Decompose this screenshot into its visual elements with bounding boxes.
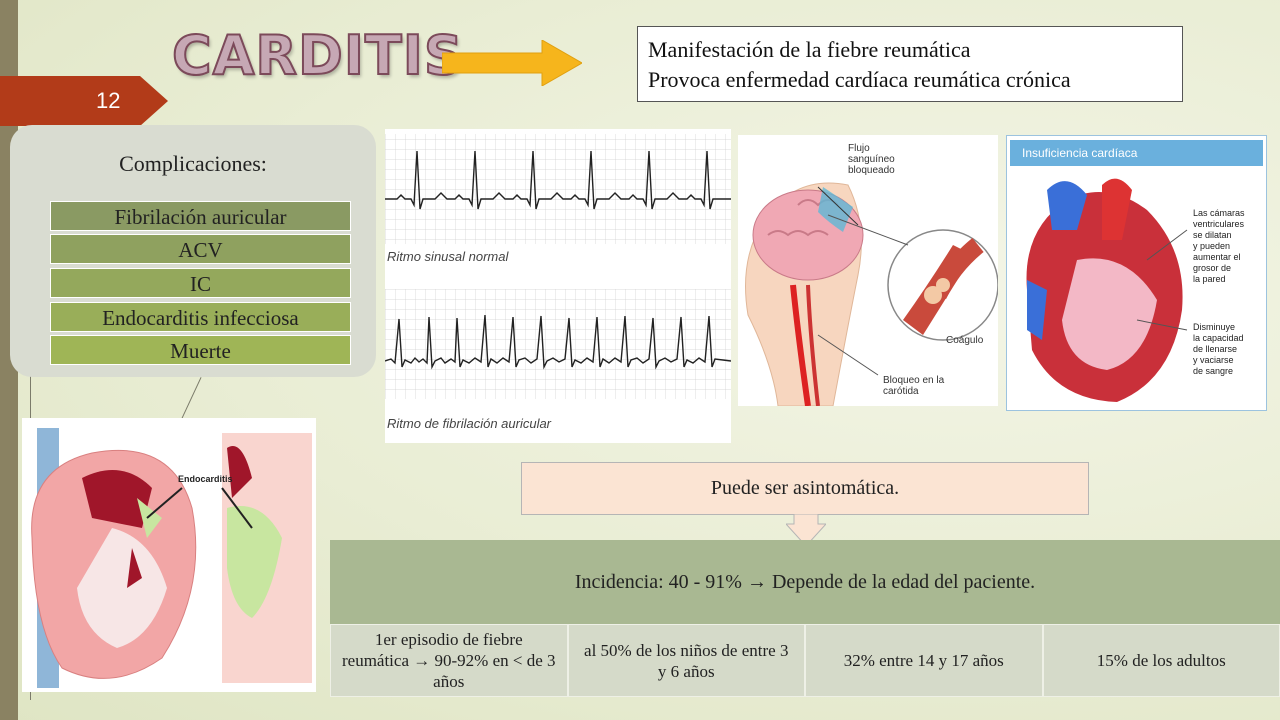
complication-item: Fibrilación auricular bbox=[50, 201, 351, 231]
slide-number: 12 bbox=[0, 76, 168, 126]
endocarditis-label: Endocarditis bbox=[178, 474, 233, 484]
page-title: CARDITIS bbox=[171, 23, 464, 88]
decorative-line bbox=[179, 377, 202, 423]
complications-panel: Complicaciones: Fibrilación auricular AC… bbox=[10, 125, 376, 377]
hf-note-line: la capacidad bbox=[1193, 333, 1244, 343]
brain-label-block-line: carótida bbox=[883, 386, 919, 397]
incidence-row: 1er episodio de fiebre reumática → 90-92… bbox=[330, 624, 1280, 697]
heart-icon bbox=[1026, 178, 1188, 402]
hf-note-line: de sangre bbox=[1193, 366, 1234, 376]
decorative-line bbox=[30, 110, 31, 700]
complication-item: Muerte bbox=[50, 335, 351, 365]
hf-note-line: Las cámaras bbox=[1193, 208, 1245, 218]
manifestation-box: Manifestación de la fiebre reumática Pro… bbox=[637, 26, 1183, 102]
hf-note-line: y pueden bbox=[1193, 241, 1231, 251]
endocarditis-illustration: Endocarditis bbox=[22, 418, 316, 692]
incidence-cell: 32% entre 14 y 17 años bbox=[805, 624, 1043, 697]
manifestation-line-2: Provoca enfermedad cardíaca reumática cr… bbox=[648, 67, 1071, 92]
complication-item: IC bbox=[50, 268, 351, 298]
hf-note-line: ventriculares bbox=[1193, 219, 1245, 229]
heart-failure-illustration: Insuficiencia cardíaca Las cámaras ventr… bbox=[1006, 135, 1267, 411]
hf-note-line: la pared bbox=[1193, 274, 1226, 284]
ecg-strip-icon bbox=[384, 134, 732, 399]
incidence-cell: 15% de los adultos bbox=[1042, 624, 1280, 697]
arrow-down-icon bbox=[786, 514, 826, 546]
brain-label-flow-line: Flujo bbox=[848, 143, 870, 154]
brain-label-block: Bloqueo en la carótida bbox=[883, 375, 944, 397]
incidence-panel: Incidencia: 40 - 91% → Depende de la eda… bbox=[330, 540, 1280, 624]
manifestation-line-1: Manifestación de la fiebre reumática bbox=[648, 37, 971, 62]
incidence-cell: 1er episodio de fiebre reumática → 90-92… bbox=[330, 624, 568, 697]
brain-label-flow-line: sanguíneo bbox=[848, 154, 895, 165]
ecg-label-af: Ritmo de fibrilación auricular bbox=[387, 416, 552, 431]
hf-note-line: aumentar el bbox=[1193, 252, 1241, 262]
incidence-cell: al 50% de los niños de entre 3 y 6 años bbox=[567, 624, 805, 697]
hf-note-line: se dilatan bbox=[1193, 230, 1232, 240]
brain-label-clot: Coágulo bbox=[946, 335, 984, 346]
ecg-label-normal: Ritmo sinusal normal bbox=[387, 249, 509, 264]
brain-icon bbox=[745, 182, 999, 407]
endocarditis-heart-icon bbox=[31, 428, 312, 688]
hf-note-line: Disminuye bbox=[1193, 322, 1236, 332]
complication-item: ACV bbox=[50, 234, 351, 264]
hf-note-line: y vaciarse bbox=[1193, 355, 1234, 365]
complications-title: Complicaciones: bbox=[119, 151, 267, 176]
brain-label-flow-line: bloqueado bbox=[848, 165, 895, 176]
asymptomatic-box: Puede ser asintomática. bbox=[521, 462, 1089, 515]
heart-failure-header: Insuficiencia cardíaca bbox=[1010, 140, 1263, 166]
heart-failure-note-1: Las cámaras ventriculares se dilatan y p… bbox=[1193, 208, 1245, 285]
brain-label-flow: Flujo sanguíneo bloqueado bbox=[848, 143, 895, 176]
arrow-right-icon bbox=[442, 40, 582, 86]
hf-note-line: de llenarse bbox=[1193, 344, 1238, 354]
ecg-image: Ritmo sinusal normal Ritmo de fibrilació… bbox=[384, 129, 732, 443]
heart-failure-note-2: Disminuye la capacidad de llenarse y vac… bbox=[1193, 322, 1244, 377]
hf-note-line: grosor de bbox=[1193, 263, 1232, 273]
brain-label-block-line: Bloqueo en la bbox=[883, 375, 945, 386]
complication-item: Endocarditis infecciosa bbox=[50, 302, 351, 332]
stroke-illustration: Flujo sanguíneo bloqueado Coágulo Bloque… bbox=[738, 135, 999, 407]
